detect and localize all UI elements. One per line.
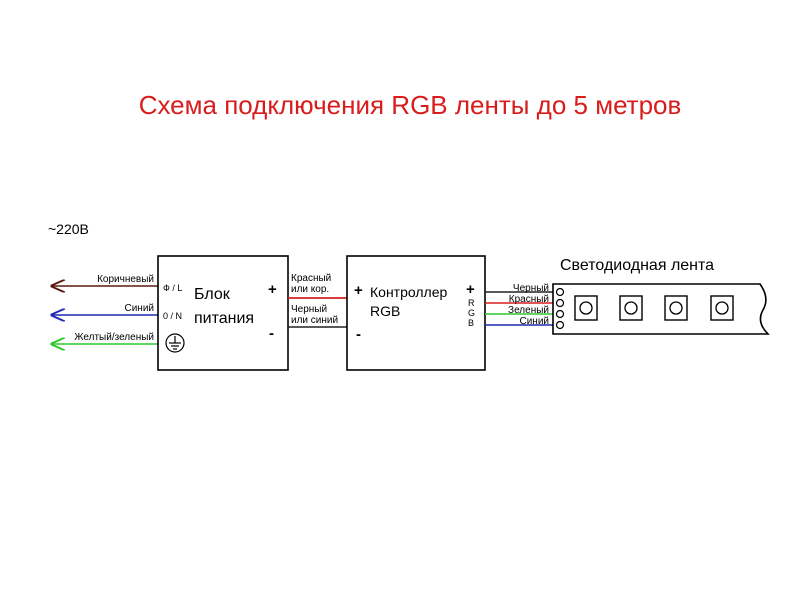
output-wire-label-green: Зеленый xyxy=(508,305,549,316)
strip-contact-pads xyxy=(555,287,565,330)
controller-box xyxy=(346,255,486,371)
controller-plus-in: + xyxy=(354,282,363,299)
psu-minus-terminal: - xyxy=(269,325,274,342)
ground-icon xyxy=(165,333,185,353)
controller-minus-in: - xyxy=(356,326,361,343)
led-strip-label: Светодиодная лента xyxy=(560,257,714,274)
strip-pad-blue xyxy=(555,320,565,330)
controller-plus-out: + xyxy=(466,281,475,298)
psu-plus-terminal: + xyxy=(268,281,277,298)
led-chip-3 xyxy=(664,295,688,321)
controller-r-terminal: R xyxy=(468,298,475,308)
controller-label-line2: RGB xyxy=(370,303,400,319)
led-chip-4 xyxy=(710,295,734,321)
black-wire-label-line2: или синий xyxy=(291,315,338,326)
mains-voltage-label: ~220В xyxy=(48,221,89,237)
led-chip-1 xyxy=(574,295,598,321)
output-wire-label-blue: Синий xyxy=(519,316,549,327)
psu-terminal-phase: Ф / L xyxy=(163,283,182,293)
output-wire-label-black: Черный xyxy=(513,283,549,294)
diagram-title: Схема подключения RGB ленты до 5 метров xyxy=(139,90,682,120)
strip-pad-green xyxy=(555,309,565,319)
red-wire-label-line1: Красный xyxy=(291,273,331,284)
psu-label-line1: Блок xyxy=(194,286,231,303)
psu-terminal-neutral: 0 / N xyxy=(163,311,182,321)
controller-b-terminal: B xyxy=(468,318,474,328)
input-wire-label-green: Желтый/зеленый xyxy=(74,332,154,343)
black-wire-label-line1: Черный xyxy=(291,304,327,315)
red-wire-label-line2: или кор. xyxy=(291,284,329,295)
controller-label-line1: Контроллер xyxy=(370,284,447,300)
output-wire-label-red: Красный xyxy=(509,294,549,305)
input-wire-label-blue: Синий xyxy=(124,303,154,314)
input-wire-label-brown: Коричневый xyxy=(97,274,154,285)
strip-pad-black xyxy=(555,287,565,297)
psu-label-line2: питания xyxy=(194,310,254,327)
led-chip-2 xyxy=(619,295,643,321)
controller-g-terminal: G xyxy=(468,308,475,318)
strip-pad-red xyxy=(555,298,565,308)
